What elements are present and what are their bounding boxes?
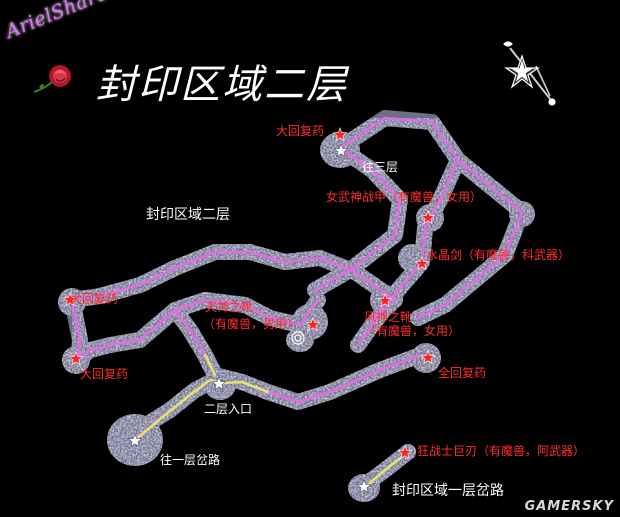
- label-big-heal-left-top: 大回复药: [70, 292, 119, 306]
- map-title: 封印区域二层: [96, 62, 348, 108]
- label-big-heal-left-bottom: 大回复药: [80, 367, 129, 381]
- label-crystal-sword: 水晶剑（有魔兽，科武器）: [426, 248, 571, 262]
- item-star-icon: [414, 256, 430, 271]
- waypoint-star-icon: [127, 433, 143, 447]
- item-star-icon: [305, 317, 321, 332]
- label-wind-boots-line2: （有魔兽，女用）: [364, 324, 461, 338]
- label-wind-boots-line1: 风神之靴: [364, 310, 413, 324]
- waypoint-markers: [127, 143, 372, 493]
- label-heaven-boots-line2: （有魔兽，男用）: [203, 317, 300, 331]
- item-star-icon: [420, 350, 436, 365]
- label-region-floor1-fork: 封印区域一层岔路: [392, 483, 504, 499]
- label-female-armor: 女武神战甲（有魔兽，女用）: [326, 190, 483, 204]
- label-big-heal-top: 大回复药: [276, 124, 325, 138]
- label-to-floor-3: 往三层: [362, 160, 399, 174]
- waypoint-star-icon: [356, 479, 372, 493]
- item-star-icon: [332, 127, 348, 142]
- item-star-icon: [377, 293, 393, 308]
- item-markers: [62, 127, 436, 460]
- route-line-entrance: [133, 353, 410, 490]
- compass-rose-icon: [503, 41, 556, 106]
- rose-icon: [33, 65, 71, 93]
- item-star-icon: [68, 351, 84, 366]
- label-to-floor1-fork: 往一层岔路: [160, 453, 221, 467]
- item-star-icon: [420, 210, 436, 225]
- watermark: GAMERSKY: [524, 499, 614, 514]
- label-heaven-boots-line1: 天神之靴: [205, 300, 254, 314]
- item-star-icon: [397, 445, 413, 460]
- label-floor2-entrance: 二层入口: [204, 402, 253, 416]
- region-label-floor2: 封印区域二层: [146, 207, 230, 223]
- label-berserker-blade: 狂战士巨刃（有魔兽，阿武器）: [417, 444, 586, 458]
- seal-emblem-icon: [291, 331, 305, 345]
- item-star-icon: [62, 292, 78, 307]
- label-full-heal: 全回复药: [438, 366, 487, 380]
- waypoint-star-icon: [211, 376, 227, 390]
- waypoint-star-icon: [333, 143, 349, 157]
